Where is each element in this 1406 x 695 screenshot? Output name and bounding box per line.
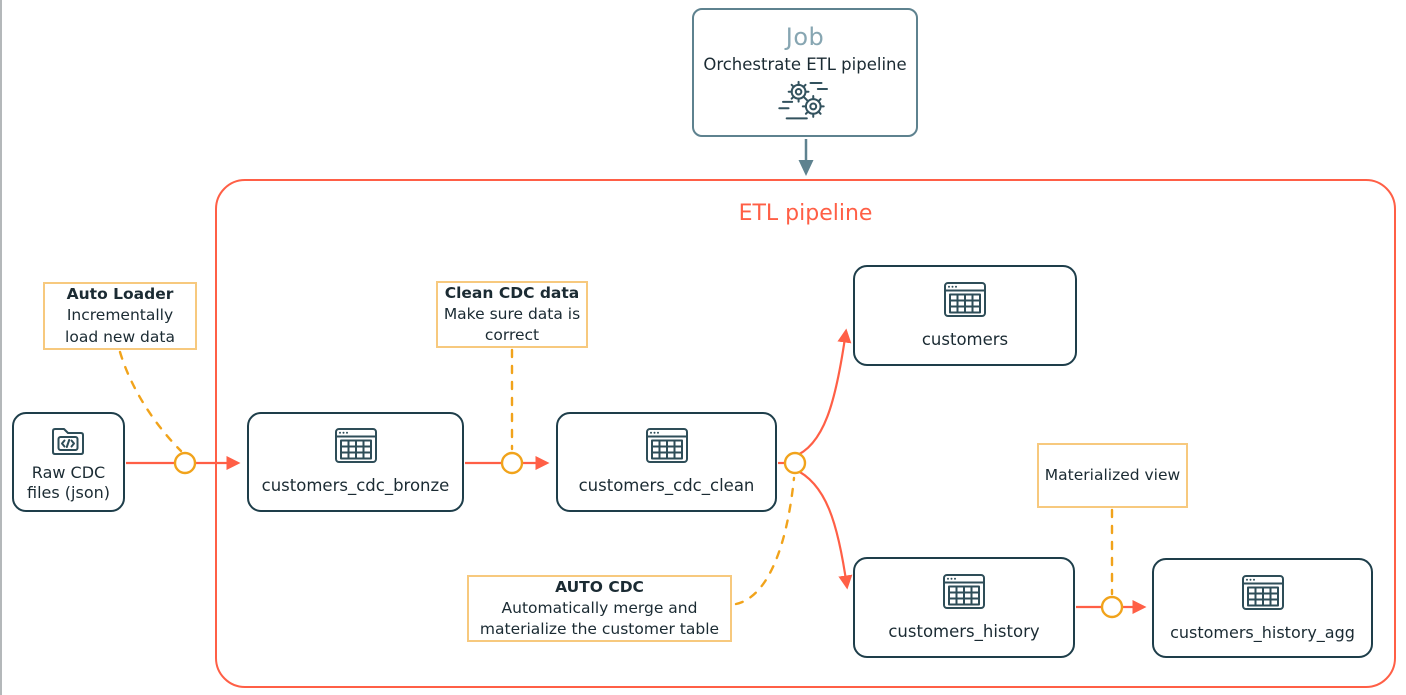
etl-pipeline-container: ETL pipeline <box>215 179 1396 688</box>
table-icon <box>645 428 688 464</box>
junction-circle-materialized-view <box>1100 595 1124 619</box>
callout-body: Automatically merge and materialize the … <box>479 598 720 639</box>
junction-circle-auto-loader <box>173 451 197 475</box>
callout-auto-loader: Auto Loader Incrementally load new data <box>43 282 197 350</box>
node-customers-history: customers_history <box>853 557 1075 658</box>
callout-materialized-view: Materialized view <box>1037 443 1188 508</box>
connector-branch-to-customers <box>792 328 852 459</box>
gears-icon <box>778 80 829 120</box>
table-icon <box>334 428 377 464</box>
callout-body: Incrementally load new data <box>65 306 175 346</box>
job-title: Job <box>785 23 825 51</box>
junction-circle-auto-cdc <box>783 451 807 475</box>
table-icon <box>944 281 986 317</box>
node-label: customers_history <box>888 621 1040 641</box>
table-icon <box>943 573 985 609</box>
callout-clean-cdc-data: Clean CDC data Make sure data is correct <box>436 281 588 348</box>
connector-job-arrowhead <box>798 160 814 176</box>
node-label: Raw CDC files (json) <box>27 462 110 502</box>
node-customers: customers <box>853 265 1077 366</box>
node-label: customers_history_agg <box>1170 622 1355 642</box>
node-label: customers <box>921 329 1009 349</box>
node-label: customers_cdc_bronze <box>261 476 450 496</box>
node-customers-history-agg: customers_history_agg <box>1152 558 1373 658</box>
screen-left-edge <box>0 0 2 695</box>
callout-link-auto-cdc <box>734 476 796 606</box>
etl-pipeline-title: ETL pipeline <box>738 201 873 226</box>
job-subtitle: Orchestrate ETL pipeline <box>703 55 907 74</box>
callout-title: AUTO CDC <box>555 577 644 596</box>
node-label: customers_cdc_clean <box>578 476 755 496</box>
job-box: Job Orchestrate ETL pipeline <box>692 8 918 137</box>
connector-branch-to-history <box>793 467 853 590</box>
callout-body: Make sure data is correct <box>443 304 581 345</box>
folder-code-icon <box>51 427 84 455</box>
callout-body: Materialized view <box>1044 465 1181 484</box>
table-icon <box>1241 574 1284 610</box>
callout-link-auto-loader <box>118 350 183 453</box>
node-raw-cdc-files: Raw CDC files (json) <box>12 412 125 512</box>
callout-title: Clean CDC data <box>444 283 580 302</box>
callout-title: Auto Loader <box>66 285 174 304</box>
callout-auto-cdc: AUTO CDC Automatically merge and materia… <box>467 575 732 642</box>
node-customers-cdc-clean: customers_cdc_clean <box>556 412 777 512</box>
junction-circle-clean-cdc <box>500 451 524 475</box>
node-customers-cdc-bronze: customers_cdc_bronze <box>247 412 464 512</box>
